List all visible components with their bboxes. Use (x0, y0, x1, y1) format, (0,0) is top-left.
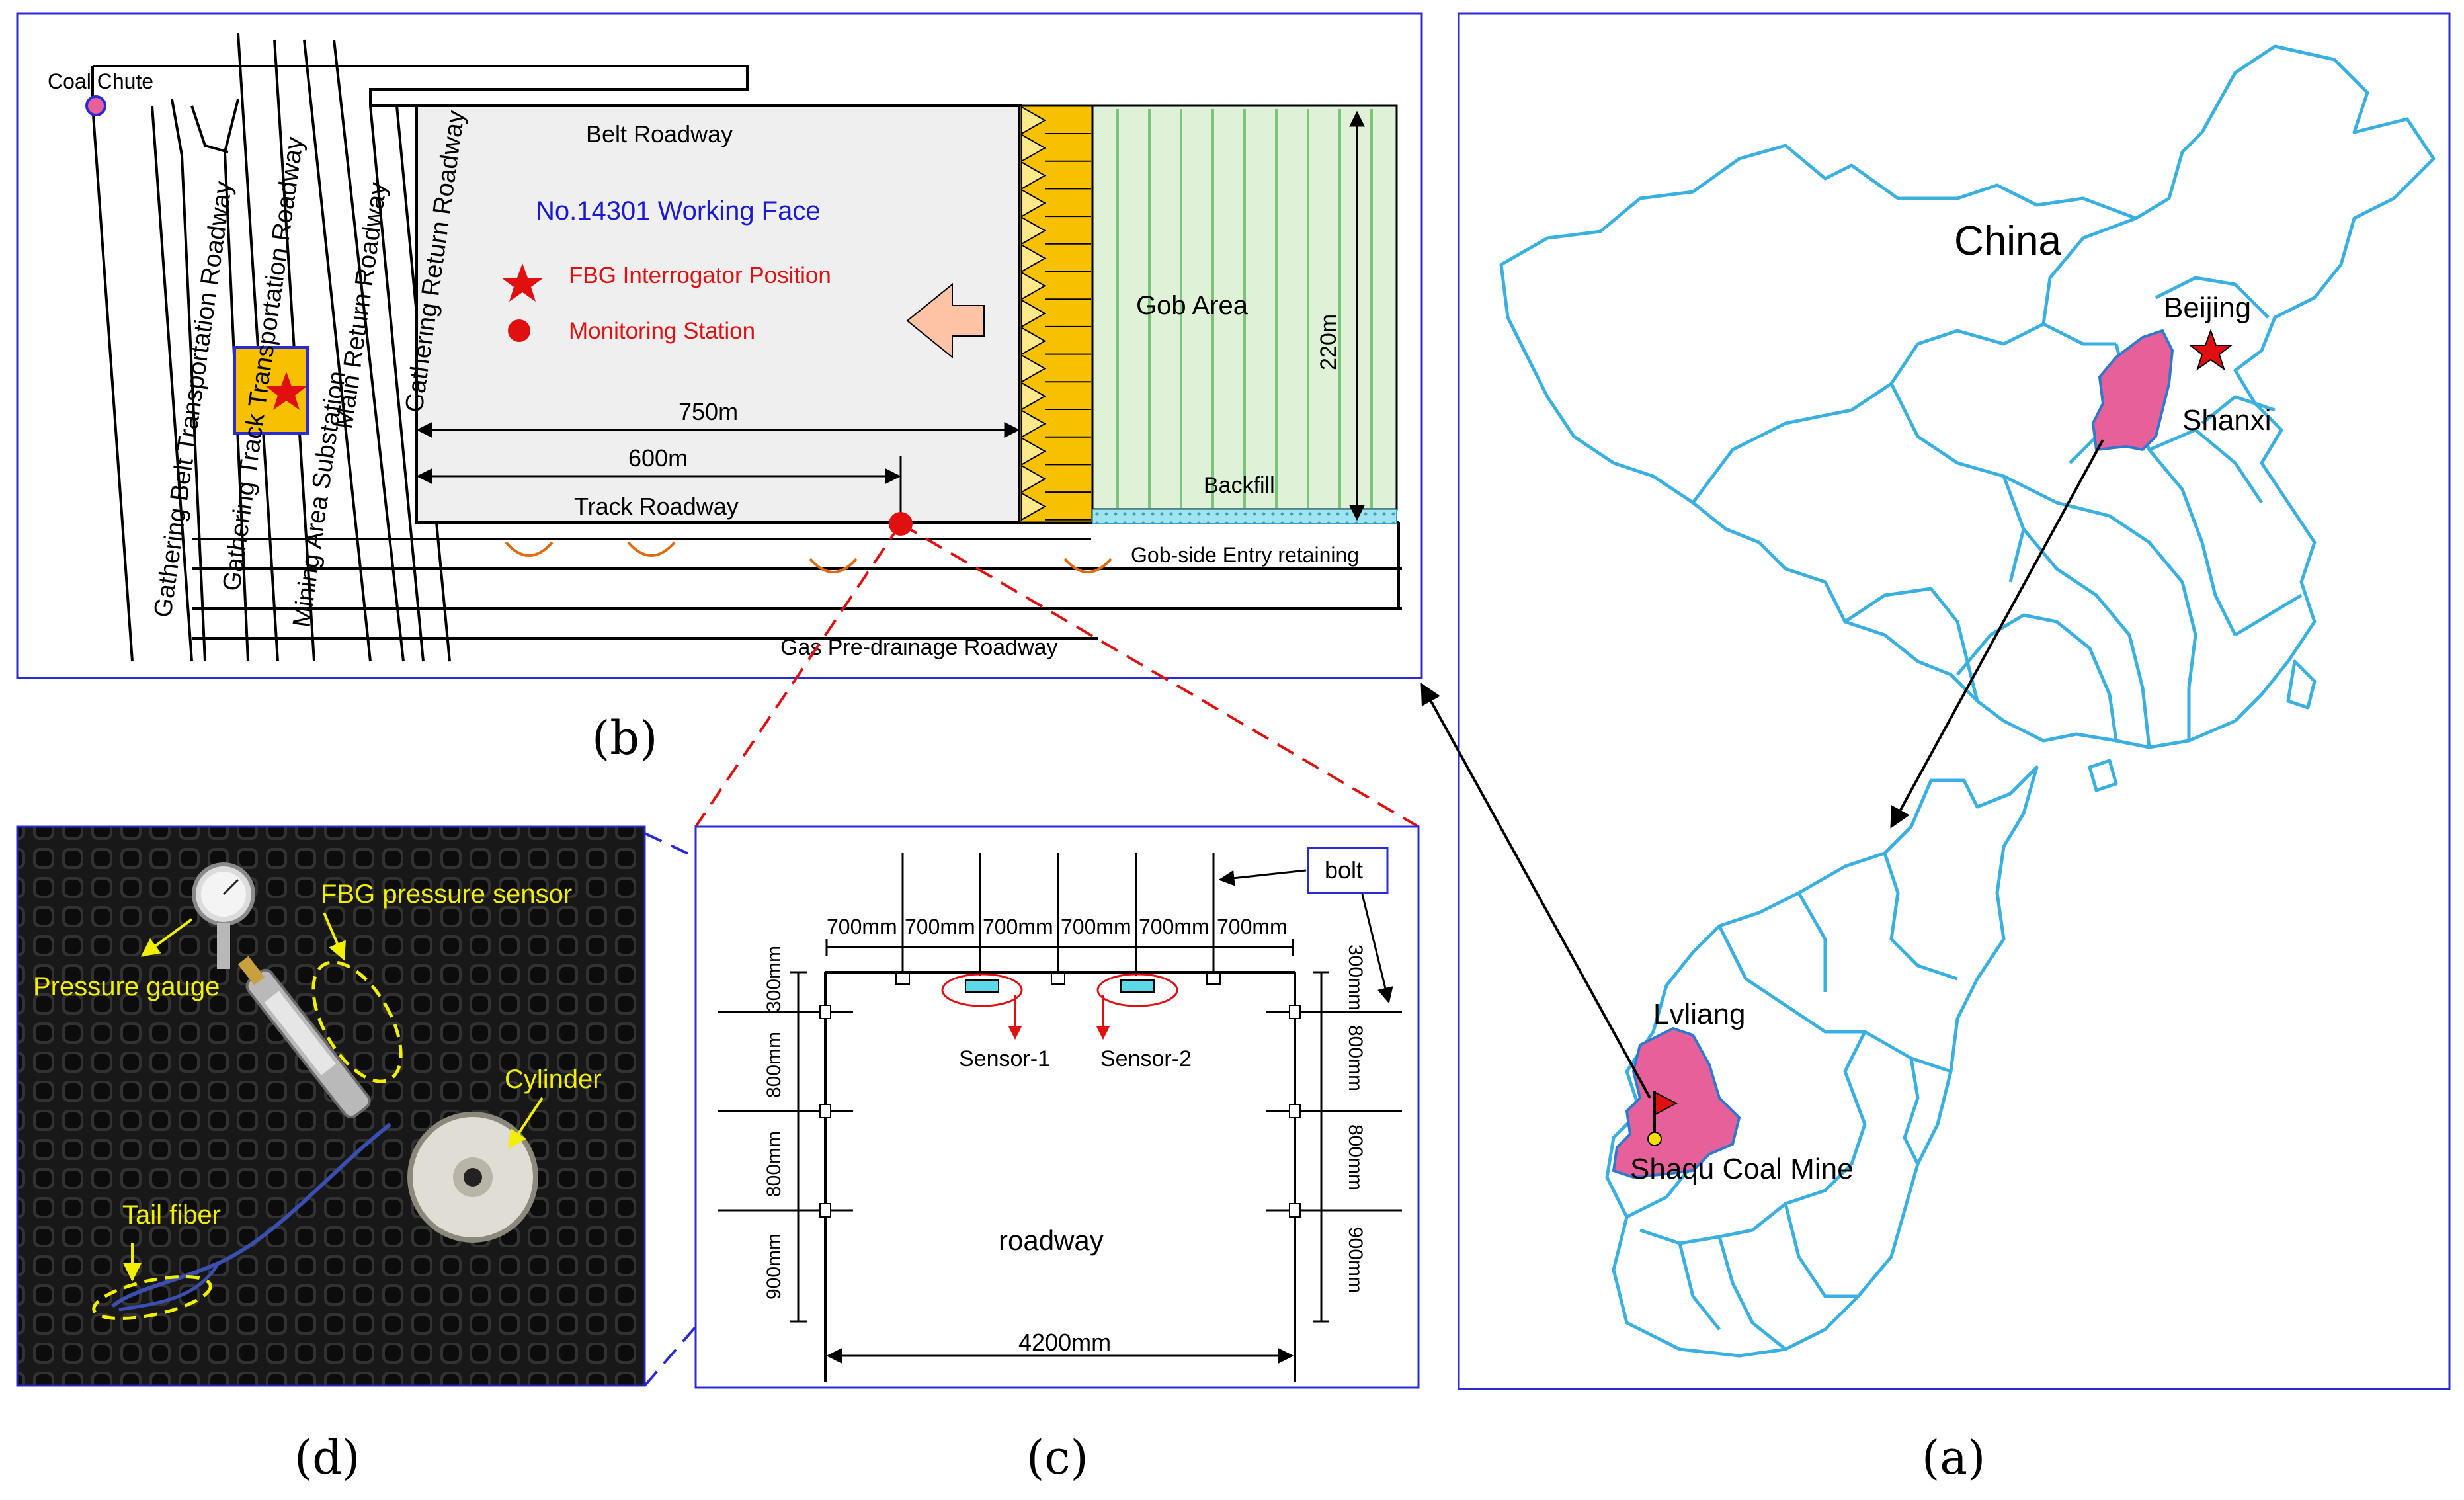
cylinder-label: Cylinder (505, 1065, 602, 1094)
right-dim-2: 800mm (1344, 1025, 1366, 1091)
shanxi-label: Shanxi (2182, 404, 2272, 437)
len-600-label: 600m (628, 444, 688, 472)
panel-c-letter: (c) (1026, 1431, 1088, 1485)
backfill-strip (1092, 509, 1397, 524)
panel-d-photo (16, 825, 646, 1387)
tail-fiber-cable (111, 1122, 391, 1308)
arch-symbols (505, 541, 1112, 573)
sensor-1 (941, 973, 1023, 1040)
bolt-arrow-rib (1361, 894, 1393, 1004)
sensor-2 (1096, 973, 1178, 1040)
tail-fiber-label: Tail fiber (122, 1200, 221, 1229)
belt-roadway-label: Belt Roadway (586, 120, 733, 147)
support-tooth (1021, 216, 1047, 245)
panel-a: China Beijing Shanxi Lvliang Shaqu Coal … (1420, 12, 2451, 1485)
gob-lines (1116, 109, 1373, 508)
support-tooth (1021, 409, 1047, 438)
lvliang-label: Lvliang (1653, 998, 1745, 1030)
panel-a-letter: (a) (1922, 1431, 1985, 1485)
coal-chute-marker (85, 95, 106, 116)
left-dim-ticks (790, 971, 807, 1323)
left-dim-3: 800mm (763, 1131, 785, 1197)
panel-d-letter: (d) (294, 1431, 360, 1485)
sensor-2-label: Sensor-2 (1100, 1046, 1192, 1071)
support-teeth (1021, 106, 1091, 521)
support-tooth (1021, 106, 1047, 135)
right-dim-ticks (1313, 971, 1329, 1323)
bolt-arrow-roof (1218, 869, 1307, 886)
advance-direction-arrow (906, 282, 985, 359)
right-dim-3: 800mm (1344, 1124, 1366, 1190)
panel-b: Coal Chute Belt Roadway No.14301 Working… (16, 12, 1423, 765)
beijing-star (2188, 329, 2233, 371)
left-dim-4: 900mm (763, 1233, 785, 1300)
width-220-label: 220m (1316, 314, 1341, 370)
zoom-arrow-mine-to-b (1420, 683, 1651, 1099)
support-tooth (1021, 382, 1047, 411)
spacing-1: 700mm (827, 915, 897, 938)
shaqu-label: Shaqu Coal Mine (1630, 1153, 1854, 1185)
support-tooth (1021, 161, 1047, 190)
legend-fbg-label: FBG Interrogator Position (569, 263, 831, 288)
support-tooth (1021, 437, 1047, 466)
top-spacing-ticks (825, 939, 1294, 956)
coal-chute-label: Coal Chute (48, 69, 153, 93)
fbg-sensor-ellipse (311, 960, 403, 1083)
support-tooth (1021, 492, 1047, 521)
support-tooth (1021, 354, 1047, 384)
support-tooth (1021, 133, 1047, 163)
fbg-sensor-label: FBG pressure sensor (321, 880, 572, 909)
legend-station-icon (508, 319, 530, 342)
support-tooth (1021, 188, 1047, 218)
roof-bolts (901, 853, 1215, 976)
beijing-label: Beijing (2164, 292, 2251, 324)
left-dim-2: 800mm (763, 1032, 785, 1098)
right-dim-1: 300mm (1344, 944, 1366, 1011)
gas-predrainage-label: Gas Pre-drainage Roadway (780, 635, 1058, 660)
zoom-arrow-china-to-shanxi (1890, 439, 2104, 829)
panel-d: FBG pressure sensor Pressure gauge Cylin… (16, 825, 646, 1485)
spacing-4: 700mm (1061, 915, 1131, 938)
spacing-5: 700mm (1139, 915, 1210, 938)
shanxi-province-map (1605, 765, 2039, 1358)
fbg-sensor-photo (237, 956, 371, 1119)
gob-side-label: Gob-side Entry retaining (1131, 543, 1359, 567)
support-tooth (1021, 326, 1047, 356)
support-tooth (1021, 243, 1047, 273)
mine-location-dot (1647, 1132, 1662, 1146)
spacing-3: 700mm (983, 915, 1053, 938)
fbg-interrogator-star (266, 372, 307, 410)
bolt-plates (819, 973, 1301, 1218)
roadway-label: roadway (999, 1225, 1104, 1256)
spacing-2: 700mm (905, 915, 975, 938)
china-label: China (1954, 218, 2062, 264)
spacing-6: 700mm (1217, 915, 1288, 938)
tail-fiber-ellipse (92, 1274, 212, 1321)
support-tooth (1021, 464, 1047, 493)
mine-flag-icon (1655, 1091, 1678, 1116)
bolt-label-box (1307, 847, 1389, 894)
gob-area-label: Gob Area (1136, 291, 1249, 320)
shanxi-highlight (2091, 329, 2174, 452)
panel-c: 700mm 700mm 700mm 700mm 700mm 700mm bolt… (694, 825, 1420, 1485)
backfill-label: Backfill (1204, 473, 1275, 498)
support-tooth (1021, 299, 1047, 328)
pressure-gauge-label: Pressure gauge (33, 972, 220, 1001)
track-roadway-label: Track Roadway (574, 493, 739, 520)
panel-b-letter: (b) (592, 711, 657, 765)
legend-station-label: Monitoring Station (569, 318, 755, 344)
width-label: 4200mm (1018, 1329, 1111, 1356)
bolt-label: bolt (1325, 856, 1363, 884)
legend-star-icon (501, 263, 544, 302)
working-face-label: No.14301 Working Face (536, 196, 821, 226)
len-750-label: 750m (678, 398, 738, 425)
sensor-1-label: Sensor-1 (959, 1046, 1050, 1071)
support-tooth (1021, 271, 1047, 300)
left-dim-1: 300mm (763, 946, 785, 1012)
right-dim-4: 900mm (1344, 1227, 1366, 1293)
